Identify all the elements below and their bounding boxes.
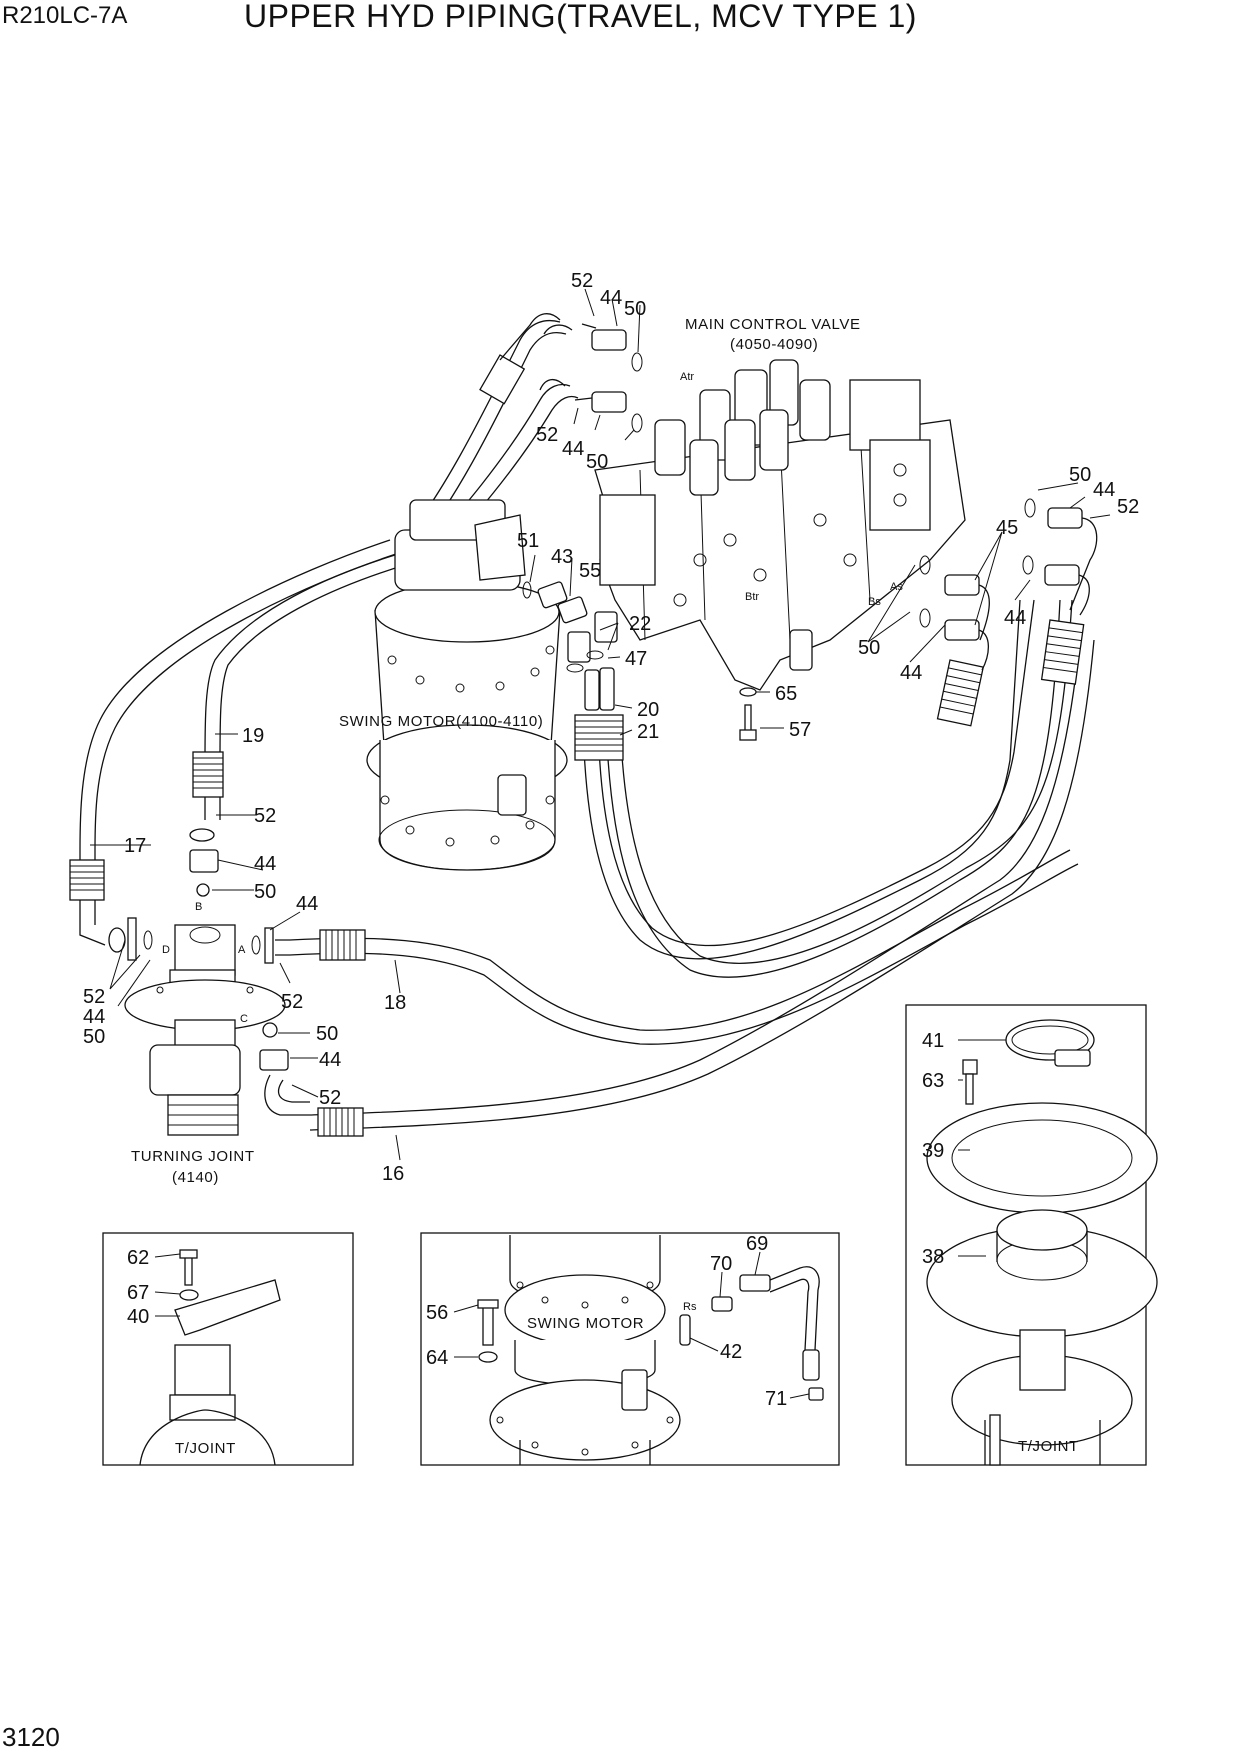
callout-number: 69 (746, 1233, 768, 1255)
callout-number: 50 (586, 451, 608, 473)
port-letter-d: D (162, 944, 170, 956)
callout-number: 44 (83, 1006, 105, 1028)
callout-number: 18 (384, 992, 406, 1014)
callout-number: 20 (637, 699, 659, 721)
callout-number: 50 (624, 298, 646, 320)
callout-number: 71 (765, 1388, 787, 1410)
callout-number: 39 (922, 1140, 944, 1162)
fittings-cluster (522, 581, 618, 711)
mcv-feed-hoses (499, 313, 573, 391)
page-title: UPPER HYD PIPING(TRAVEL, MCV TYPE 1) (244, 0, 917, 34)
callout-number: 44 (562, 438, 584, 460)
callout-number: 44 (900, 662, 922, 684)
port-letter-b: B (195, 901, 202, 913)
caption-main-control-valve: MAIN CONTROL VALVE (685, 316, 861, 333)
callout-number: 50 (1069, 464, 1091, 486)
callout-number: 40 (127, 1306, 149, 1328)
port-letter-a: A (238, 944, 246, 956)
callout-number: 43 (551, 546, 573, 568)
callout-number: 56 (426, 1302, 448, 1324)
caption-inset1-t-joint: T/JOINT (175, 1440, 236, 1457)
port-mark-btr: Btr (745, 591, 759, 603)
callout-number: 50 (83, 1026, 105, 1048)
turning-joint-fittings (108, 828, 310, 1116)
caption-turning-joint: TURNING JOINT (131, 1148, 255, 1165)
callout-number: 41 (922, 1030, 944, 1052)
callout-number: 62 (127, 1247, 149, 1269)
callout-number: 44 (319, 1049, 341, 1071)
hose-ferrules (69, 354, 1085, 1137)
main-control-valve: Atr Btr As Bs (594, 359, 966, 691)
callout-number: 50 (254, 881, 276, 903)
callout-number: 52 (571, 270, 593, 292)
callout-number: 42 (720, 1341, 742, 1363)
caption-main-control-valve-ref: (4050-4090) (730, 336, 818, 353)
callout-number: 47 (625, 648, 647, 670)
inset-swing-motor-port: Rs (420, 1232, 840, 1466)
flange-clamps-upper (574, 323, 643, 433)
caption-inset2-swing-motor: SWING MOTOR (527, 1315, 644, 1332)
callout-number: 44 (254, 853, 276, 875)
callout-number: 52 (536, 424, 558, 446)
caption-turning-joint-ref: (4140) (172, 1169, 219, 1186)
callout-number: 52 (319, 1087, 341, 1109)
callout-number: 50 (858, 637, 880, 659)
callout-number: 45 (996, 517, 1018, 539)
callout-number: 57 (789, 719, 811, 741)
bolt-57 (739, 687, 757, 741)
callout-number: 55 (579, 560, 601, 582)
callout-numbers: 52 44 50 52 44 50 51 43 55 22 47 20 21 6… (83, 270, 1139, 1410)
caption-inset3-t-joint: T/JOINT (1018, 1438, 1079, 1455)
page-number: 3120 (2, 1722, 60, 1752)
leader-lines (90, 288, 1111, 1399)
callout-number: 44 (600, 287, 622, 309)
callout-number: 44 (1093, 479, 1115, 501)
callout-number: 21 (637, 721, 659, 743)
callout-number: 16 (382, 1163, 404, 1185)
flange-clamps-right (919, 498, 1098, 671)
port-letter-c: C (240, 1013, 248, 1025)
callout-number: 44 (296, 893, 318, 915)
inset-turning-joint-lock (102, 1232, 354, 1466)
callout-number: 70 (710, 1253, 732, 1275)
callout-number: 52 (1117, 496, 1139, 518)
callout-number: 38 (922, 1246, 944, 1268)
inset-turning-joint-seal (905, 1004, 1158, 1466)
callout-number: 67 (127, 1282, 149, 1304)
port-mark-bs: Bs (868, 596, 881, 608)
swing-motor (366, 499, 568, 871)
port-mark-atr: Atr (680, 371, 694, 383)
callout-number: 19 (242, 725, 264, 747)
callout-number: 65 (775, 683, 797, 705)
callout-number: 17 (124, 835, 146, 857)
callout-number: 44 (1004, 607, 1026, 629)
callout-number: 52 (281, 991, 303, 1013)
callout-number: 22 (629, 613, 651, 635)
callout-number: 52 (83, 986, 105, 1008)
model-number: R210LC-7A (2, 2, 128, 29)
callout-number: 63 (922, 1070, 944, 1092)
caption-swing-motor: SWING MOTOR(4100-4110) (339, 713, 543, 730)
callout-number: 52 (254, 805, 276, 827)
port-mark-rs: Rs (683, 1301, 697, 1313)
callout-number: 50 (316, 1023, 338, 1045)
turning-joint: B A C D (124, 901, 286, 1136)
callout-number: 51 (517, 530, 539, 552)
callout-number: 64 (426, 1347, 448, 1369)
